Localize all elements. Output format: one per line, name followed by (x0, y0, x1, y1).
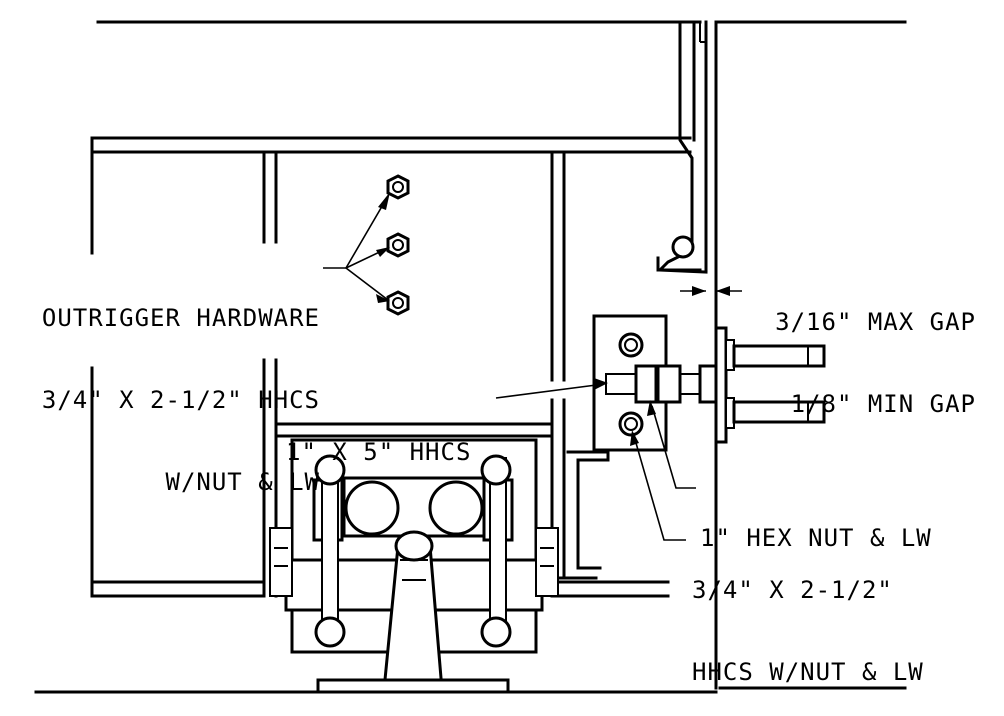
hhcs-callout: 3/4" X 2-1/2" HHCS W/NUT & LW (692, 530, 924, 708)
outrigger-callout-line3: W/NUT & LW (165, 468, 320, 496)
bolt-callout-line1: 1" X 5" HHCS (286, 438, 472, 466)
outrigger-hardware-callout: OUTRIGGER HARDWARE 3/4" X 2-1/2" HHCS W/… (10, 258, 320, 518)
lower-channel (550, 438, 610, 580)
bolt-leader (495, 378, 608, 399)
outrigger-callout-line1: OUTRIGGER HARDWARE (41, 304, 320, 332)
bolt-callout: 1" X 5" HHCS (286, 392, 471, 488)
gap-callout-line1: 3/16" MAX GAP (775, 308, 976, 336)
wall-anchors (714, 326, 826, 444)
outrigger-frame (90, 136, 692, 598)
hhcs-callout-line1: 3/4" X 2-1/2" (692, 576, 893, 604)
outrigger-nuts (386, 174, 410, 316)
hex-nut-callout: 1" HEX NUT & LW (700, 478, 932, 574)
channel-section (656, 20, 708, 274)
gap-callout-line2: 1/8" MIN GAP (790, 390, 976, 418)
outrigger-leaders (323, 192, 390, 303)
gap-callout: 3/16" MAX GAP 1/8" MIN GAP (736, 262, 976, 440)
roller-assembly (269, 438, 559, 694)
outrigger-callout-line2: 3/4" X 2-1/2" HHCS (41, 386, 320, 414)
hex-nut-callout-line1: 1" HEX NUT & LW (700, 524, 932, 552)
hex-nut-leader (647, 400, 696, 489)
bolt-1in (605, 364, 720, 404)
hhcs-leader (630, 430, 686, 541)
gap-dimension (680, 286, 742, 296)
hhcs-callout-line2: HHCS W/NUT & LW (692, 658, 924, 686)
